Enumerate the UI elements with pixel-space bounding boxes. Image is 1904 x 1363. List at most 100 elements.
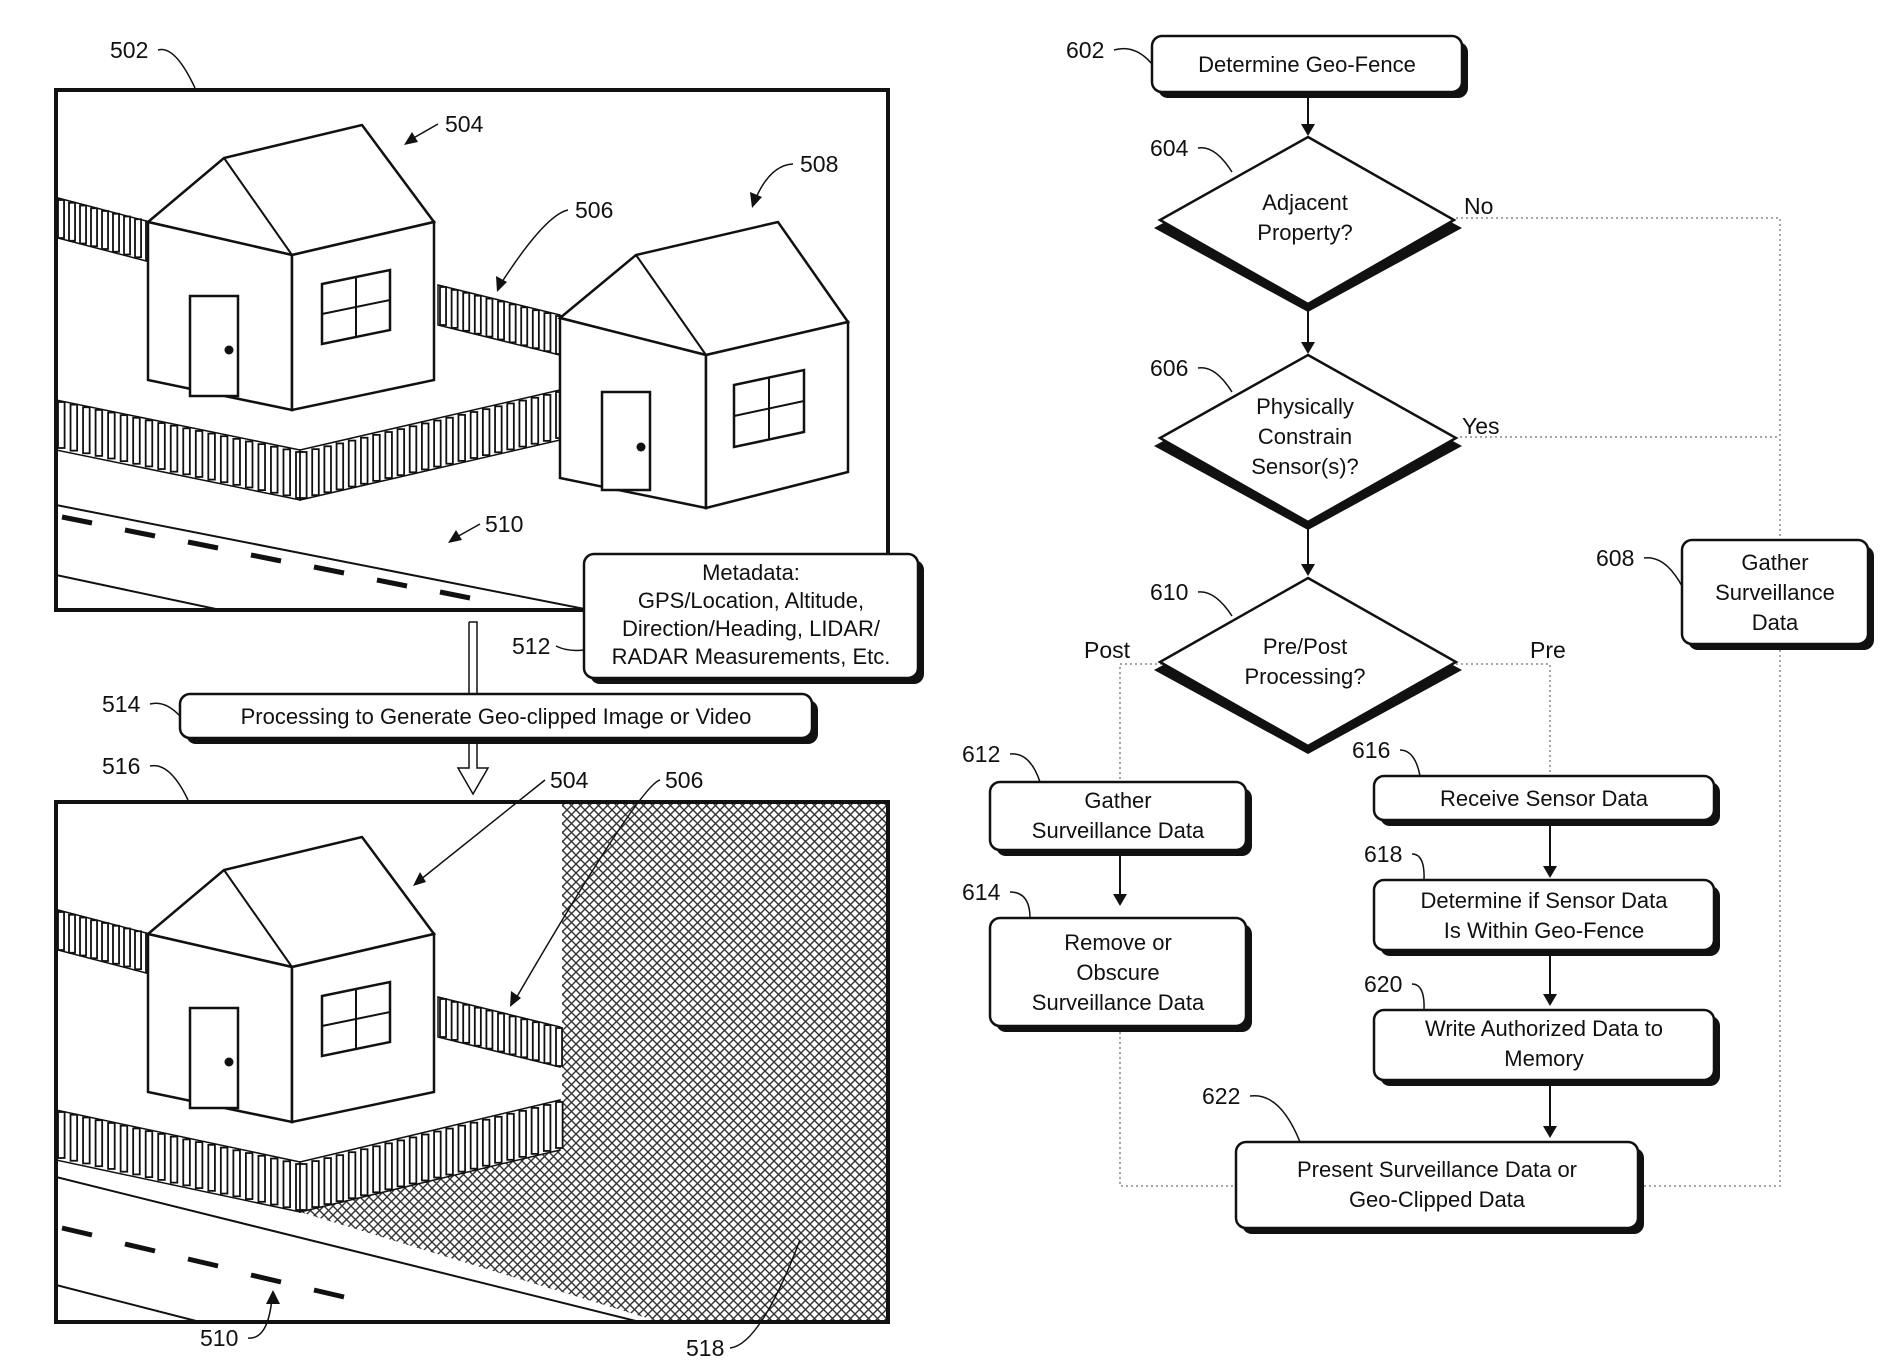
fence-slat [270, 1157, 279, 1206]
fence-slat [311, 1160, 320, 1208]
fence-slat [134, 930, 142, 971]
fence-slat [101, 210, 109, 250]
fence-slat [372, 1145, 381, 1194]
fence-slat [518, 399, 527, 448]
fence-slat [119, 1124, 129, 1173]
fence-slat [462, 1003, 471, 1044]
fence-slat [530, 1107, 540, 1155]
scene-original [54, 88, 890, 612]
road-dashes [61, 514, 471, 601]
fence-slat [144, 1130, 154, 1179]
fence-slat [445, 1127, 454, 1176]
fence-slat [194, 430, 204, 478]
svg-text:Memory: Memory [1504, 1046, 1583, 1071]
fence-slat [282, 1160, 291, 1209]
fence-slat [445, 416, 454, 465]
fence-slat [384, 431, 393, 479]
fence-slat [360, 1148, 369, 1197]
fence-slat [311, 448, 320, 497]
svg-text:Is Within Geo-Fence: Is Within Geo-Fence [1444, 918, 1645, 943]
scene-geo-clipped [54, 800, 890, 1324]
svg-text:Present Surveillance Data or: Present Surveillance Data or [1297, 1157, 1577, 1182]
fence-slat [469, 411, 479, 459]
node-614-remove-or-obscure: Remove or Obscure Surveillance Data [988, 916, 1252, 1032]
fence-slat [396, 428, 406, 477]
svg-text:Surveillance Data: Surveillance Data [1032, 990, 1205, 1015]
fence-slat [68, 201, 76, 242]
frame-502 [54, 88, 890, 612]
node-612-gather-surveillance-data: Gather Surveillance Data [988, 780, 1252, 856]
node-618-determine-within-geo-fence: Determine if Sensor Data Is Within Geo-F… [1372, 878, 1720, 956]
fence-slat [219, 1146, 229, 1195]
house-508 [557, 220, 851, 510]
fence-slat [450, 288, 459, 329]
svg-text:510: 510 [200, 1325, 238, 1351]
fence-slat [485, 297, 494, 338]
fence-slat [299, 1163, 308, 1211]
fence-slat [123, 215, 131, 256]
fence-slat [531, 309, 540, 350]
svg-text:618: 618 [1364, 841, 1402, 867]
svg-text:Pre/Post: Pre/Post [1263, 634, 1347, 659]
fence-slat [439, 998, 447, 1038]
fence-slat [232, 1149, 241, 1198]
house-504 [145, 123, 437, 412]
fence-slat [335, 1154, 345, 1203]
fence-slat [119, 414, 129, 463]
fence-slat [79, 916, 87, 957]
fence-slat [542, 393, 552, 442]
fence-slat [347, 1151, 357, 1200]
fence-slat [112, 924, 120, 965]
svg-text:518: 518 [686, 1335, 724, 1361]
fence-slat [457, 1124, 466, 1173]
fence-slat [299, 451, 308, 499]
fence-slat [123, 927, 131, 968]
fence-slat [439, 286, 447, 326]
metadata-line-1: Metadata: [702, 560, 800, 585]
fence-slat [531, 1021, 540, 1062]
svg-text:Determine Geo-Fence: Determine Geo-Fence [1198, 52, 1416, 77]
road-dashes-bottom [61, 1225, 345, 1300]
svg-text:504: 504 [445, 111, 484, 137]
svg-text:Receive Sensor Data: Receive Sensor Data [1440, 786, 1649, 811]
edge-no: No [1464, 193, 1493, 219]
svg-text:Sensor(s)?: Sensor(s)? [1251, 454, 1359, 479]
fence-slat [132, 416, 141, 465]
svg-text:602: 602 [1066, 37, 1104, 63]
fence-slat [79, 204, 87, 245]
fence-slat [232, 437, 241, 486]
fence-slat [270, 445, 279, 494]
fence-slat [207, 432, 216, 481]
svg-text:502: 502 [110, 37, 148, 63]
fence-slat [485, 1009, 494, 1050]
svg-text:612: 612 [962, 741, 1000, 767]
processing-box: Processing to Generate Geo-clipped Image… [178, 692, 818, 744]
node-620-write-authorized-data: Write Authorized Data to Memory [1372, 1008, 1720, 1086]
fence-slat [244, 440, 254, 489]
fence-slat [90, 919, 98, 960]
fence-slat [555, 1027, 563, 1067]
fence-slat [481, 408, 491, 457]
metadata-line-3: Direction/Heading, LIDAR/ [622, 616, 881, 641]
fence-slat [107, 411, 116, 460]
fence-slat [372, 433, 381, 482]
fence-slat [57, 401, 66, 449]
svg-text:Data: Data [1752, 610, 1799, 635]
fence-slat [157, 422, 166, 470]
fence-slat [144, 419, 154, 468]
fence-slat [520, 1018, 529, 1059]
svg-text:Geo-Clipped Data: Geo-Clipped Data [1349, 1187, 1526, 1212]
svg-text:Surveillance Data: Surveillance Data [1032, 818, 1205, 843]
svg-text:Write Authorized Data to: Write Authorized Data to [1425, 1016, 1663, 1041]
fence-slat [508, 303, 517, 344]
fence-slat [497, 300, 505, 341]
fence-slat [244, 1152, 254, 1200]
processing-label: Processing to Generate Geo-clipped Image… [241, 704, 752, 729]
fence-slat [182, 1138, 191, 1187]
fence-slat [94, 408, 104, 457]
fence-slat [282, 448, 291, 497]
fence-slat [433, 419, 442, 468]
fence-slat [69, 1113, 79, 1162]
svg-text:608: 608 [1596, 545, 1634, 571]
